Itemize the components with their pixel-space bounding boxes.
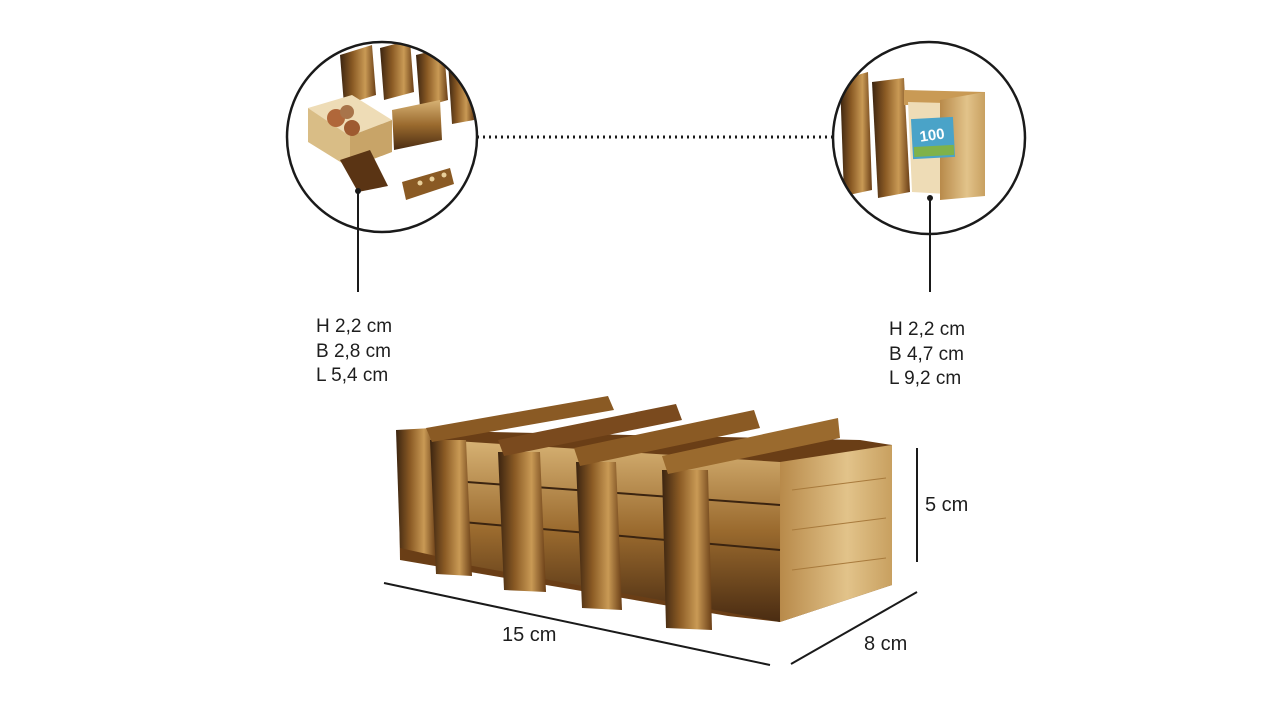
left-drawer-height: H 2,2 cm bbox=[316, 316, 393, 337]
right-drawer-height: H 2,2 cm bbox=[889, 319, 966, 340]
banknote-value: 100 bbox=[919, 125, 946, 145]
box-depth-label: 8 cm bbox=[864, 633, 908, 655]
left-drawer-width: B 2,8 cm bbox=[316, 340, 391, 362]
depth-dimension-line bbox=[790, 591, 918, 665]
large-drawer-illustration: 100 bbox=[831, 40, 1027, 292]
right-drawer-specs: H 2,2 cm B 4,7 cm L 9,2 cm bbox=[889, 318, 965, 392]
left-drawer-length: L 5,4 cm bbox=[316, 365, 389, 386]
length-dimension-line bbox=[383, 582, 771, 666]
box-height-label: 5 cm bbox=[925, 494, 969, 516]
right-drawer-width: B 4,7 cm bbox=[889, 343, 964, 365]
small-drawer-illustration bbox=[285, 40, 479, 292]
box-length-label: 15 cm bbox=[502, 624, 557, 646]
wooden-puzzle-box bbox=[396, 396, 892, 630]
left-drawer-specs: H 2,2 cm B 2,8 cm L 5,4 cm bbox=[316, 315, 392, 389]
right-drawer-length: L 9,2 cm bbox=[889, 368, 962, 389]
